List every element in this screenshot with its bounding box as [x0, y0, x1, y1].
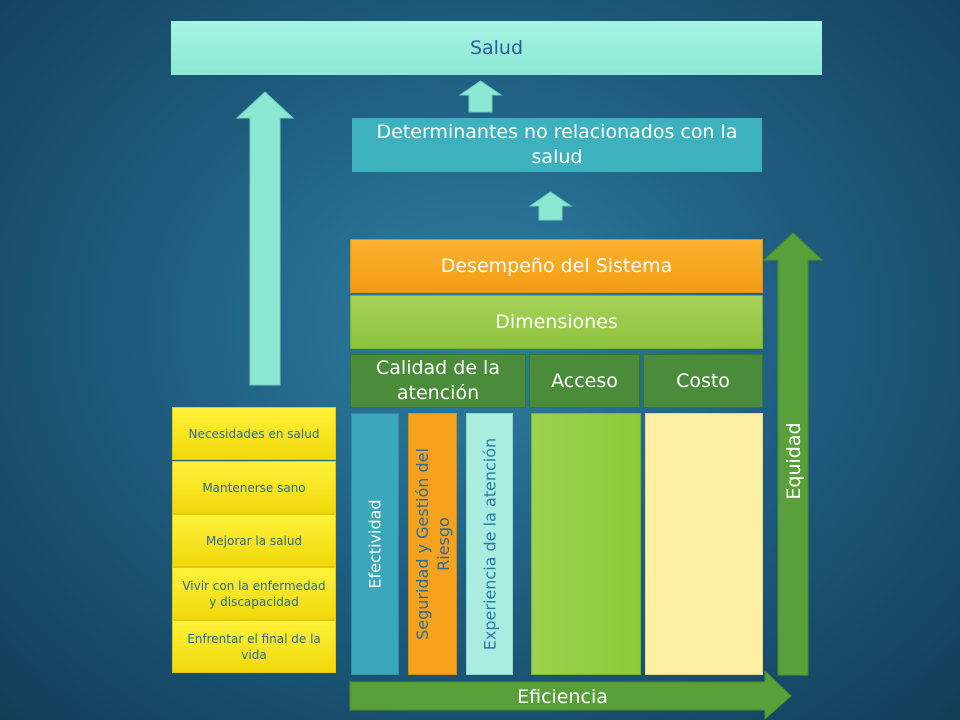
- experience-label: Experiencia de la atención: [480, 437, 499, 651]
- cost-header: Costo: [643, 354, 763, 408]
- quality-header: Calidad de la atención: [350, 354, 526, 408]
- dimensions-box: Dimensiones: [350, 295, 763, 349]
- needs-item-3: Mejorar la salud: [172, 514, 336, 567]
- cost-label: Costo: [676, 370, 730, 392]
- access-label: Acceso: [551, 370, 618, 392]
- experience-column: Experiencia de la atención: [466, 413, 513, 675]
- needs-item-label: Mantenerse sano: [202, 480, 306, 495]
- access-header: Acceso: [529, 354, 640, 408]
- needs-item-5: Enfrentar el final de la vida: [172, 620, 336, 673]
- needs-item-2: Mantenerse sano: [172, 461, 336, 514]
- non-health-determinants-box: Determinantes no relacionados con la sal…: [352, 118, 762, 172]
- safety-column: Seguridad y Gestión del Riesgo: [408, 413, 457, 675]
- small-up-arrow-top: [458, 80, 503, 113]
- effectiveness-column: Efectividad: [351, 413, 399, 675]
- determinants-label: Determinantes no relacionados con la sal…: [376, 121, 738, 168]
- needs-item-label: Enfrentar el final de la vida: [187, 631, 321, 662]
- system-performance-box: Desempeño del Sistema: [350, 239, 763, 293]
- needs-item-label: Vivir con la enfermedad y discapacidad: [182, 578, 326, 609]
- equity-label: Equidad: [783, 422, 805, 500]
- safety-label: Seguridad y Gestión del Riesgo: [412, 448, 453, 640]
- cost-column: [645, 413, 763, 675]
- needs-item-4: Vivir con la enfermedad y discapacidad: [172, 567, 336, 620]
- dimensions-label: Dimensiones: [495, 311, 618, 333]
- needs-item-1: Necesidades en salud: [172, 407, 336, 460]
- access-column: [531, 413, 641, 675]
- needs-item-label: Necesidades en salud: [188, 426, 320, 441]
- needs-item-label: Mejorar la salud: [205, 533, 303, 548]
- equidad-arrow: [762, 232, 824, 676]
- efficiency-label: Eficiencia: [517, 686, 608, 708]
- health-box: Salud: [171, 21, 822, 75]
- small-up-arrow-middle: [528, 191, 573, 221]
- health-label: Salud: [469, 37, 524, 59]
- quality-label: Calidad de la atención: [376, 357, 500, 404]
- system-performance-label: Desempeño del Sistema: [440, 255, 673, 277]
- effectiveness-label: Efectividad: [365, 499, 385, 589]
- eficiencia-arrow: [349, 669, 792, 720]
- needs-to-health-arrow: [235, 91, 295, 386]
